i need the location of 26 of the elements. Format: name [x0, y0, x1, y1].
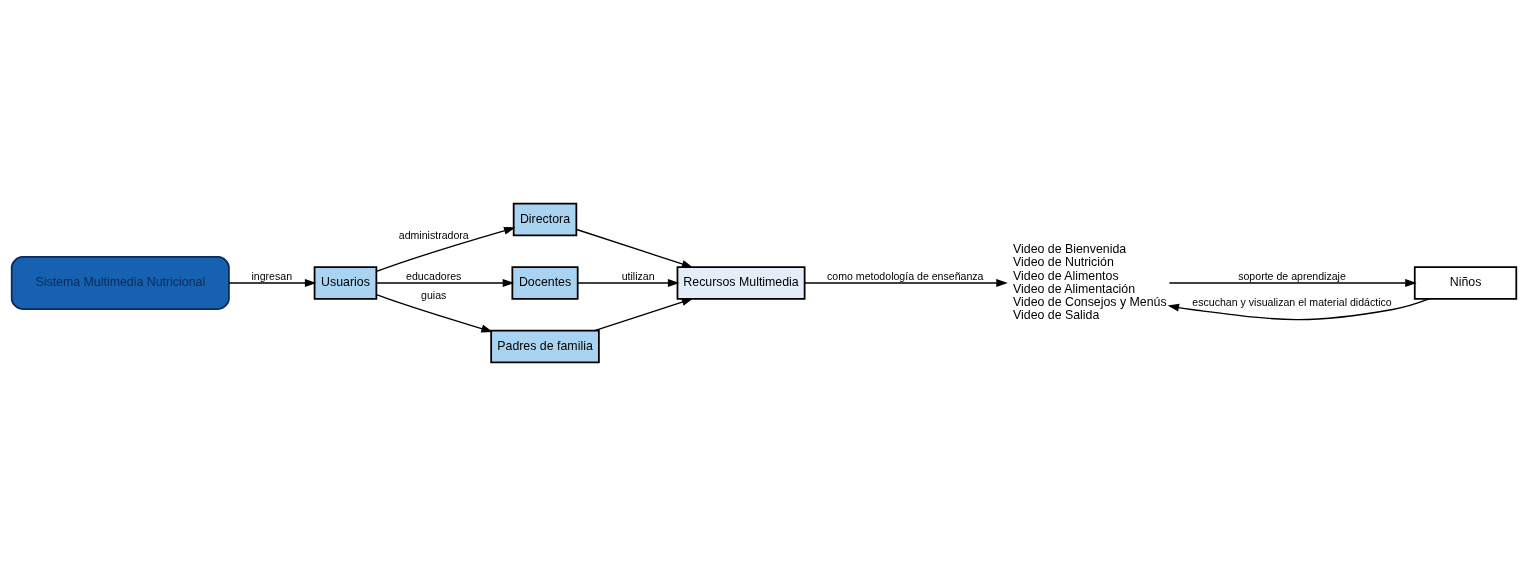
arrow — [804, 278, 1008, 288]
arrow — [594, 298, 694, 332]
arrow — [576, 228, 694, 268]
edge-label: administradora — [398, 229, 469, 242]
arrow — [375, 278, 515, 288]
edge-label: como metodología de enseñanza — [827, 270, 984, 282]
edge-label: utilizan — [621, 270, 655, 282]
arrow — [1167, 298, 1430, 321]
edge-label: educadores — [406, 270, 462, 282]
node-box: Docentes — [511, 266, 579, 300]
node-box: Usuarios — [313, 266, 378, 300]
node-text: Video de Bienvenida Video de Nutrición Video de Alimentos Video de Alimentación Video de Consejos y Menús Video de Salida — [1013, 242, 1167, 323]
node-box: Recursos Multimedia — [676, 266, 806, 300]
arrow — [1168, 278, 1417, 288]
edge-label: escuchan y visualizan el material didáctico — [1192, 296, 1392, 309]
arrow — [228, 278, 317, 288]
node-box: Directora — [512, 202, 578, 237]
edge-label: soporte de aprendizaje — [1238, 270, 1346, 282]
edge-label: guias — [421, 289, 447, 302]
node-box: Padres de familia — [490, 329, 600, 364]
node-box: Sistema Multimedia Nutricional — [10, 256, 230, 310]
arrow — [577, 278, 680, 288]
arrow — [375, 226, 516, 273]
edge-label: ingresan — [251, 270, 293, 282]
arrow — [375, 293, 493, 333]
node-box: Niños — [1413, 266, 1518, 300]
